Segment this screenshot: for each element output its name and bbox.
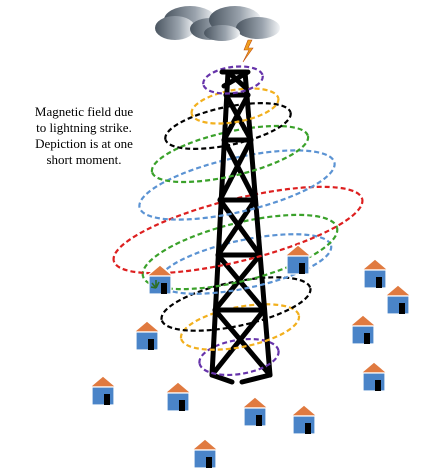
house-icon	[132, 320, 162, 351]
house-icon	[383, 284, 413, 315]
caption-line-4: short moment.	[46, 152, 122, 167]
caption-line-1: Magnetic field due	[34, 104, 134, 119]
field-ring-7-front	[141, 227, 339, 291]
house-icon	[289, 404, 319, 435]
field-ring-10-back	[179, 303, 300, 339]
houses	[88, 244, 413, 469]
field-ring-10-front	[180, 315, 301, 351]
field-ring-11-back	[198, 337, 280, 364]
field-ring-3-back	[164, 102, 292, 140]
field-ring-1-front	[202, 75, 264, 95]
caption-line-3: Depiction is at one	[35, 136, 133, 151]
field-ring-2-front	[190, 98, 280, 125]
field-ring-6-front	[112, 198, 364, 275]
field-ring-2-back	[190, 87, 280, 114]
cloud-icon	[155, 6, 280, 41]
field-ring-9-back	[160, 276, 312, 321]
field-ring-5-front	[138, 162, 336, 221]
tower-icon	[209, 69, 273, 385]
field-ring-11-front	[198, 350, 280, 377]
house-icon	[145, 264, 175, 295]
field-ring-9-front	[160, 287, 312, 332]
lightning-bolt-icon	[242, 39, 254, 63]
caption-line-2: to lightning strike.	[36, 120, 132, 135]
field-ring-1-back	[202, 65, 264, 85]
field-ring-4-front	[150, 135, 310, 184]
house-icon	[190, 438, 220, 469]
plant-icon	[150, 280, 160, 289]
caption: Magnetic field due to lightning strike. …	[4, 104, 164, 168]
field-ring-7-back	[141, 213, 339, 277]
house-icon	[240, 396, 270, 427]
house-icon	[163, 381, 193, 412]
house-icon	[360, 258, 390, 289]
house-icon	[359, 361, 389, 392]
house-icon	[283, 244, 313, 275]
field-rings-back	[112, 65, 364, 364]
field-ring-3-front	[164, 112, 292, 150]
field-rings-front	[112, 75, 364, 377]
house-icon	[88, 375, 118, 406]
house-icon	[348, 314, 378, 345]
